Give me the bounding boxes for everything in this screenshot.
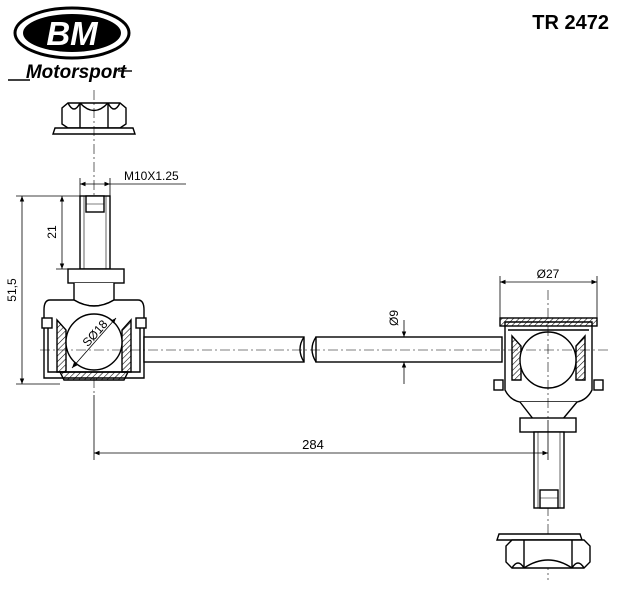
dim-thread-label: M10X1.25 [124, 169, 179, 183]
dim-cup-diameter-label: Ø27 [537, 267, 560, 281]
dimensions [16, 178, 598, 460]
part-number: TR 2472 [532, 12, 609, 34]
dim-length-label: 284 [302, 437, 324, 452]
brand-logo: BM Motorsport [8, 6, 132, 83]
logo-text: BM [46, 15, 99, 52]
nut-right [496, 533, 591, 569]
right-stud [519, 417, 577, 509]
dim-bar-diameter-label: Ø9 [387, 310, 401, 326]
dim-stud-length-label: 21 [45, 225, 59, 239]
left-stud [67, 195, 125, 307]
right-housing [493, 317, 604, 421]
brand-text: Motorsport [26, 62, 127, 83]
bar [143, 336, 503, 363]
dim-height-label: 51,5 [5, 278, 19, 302]
